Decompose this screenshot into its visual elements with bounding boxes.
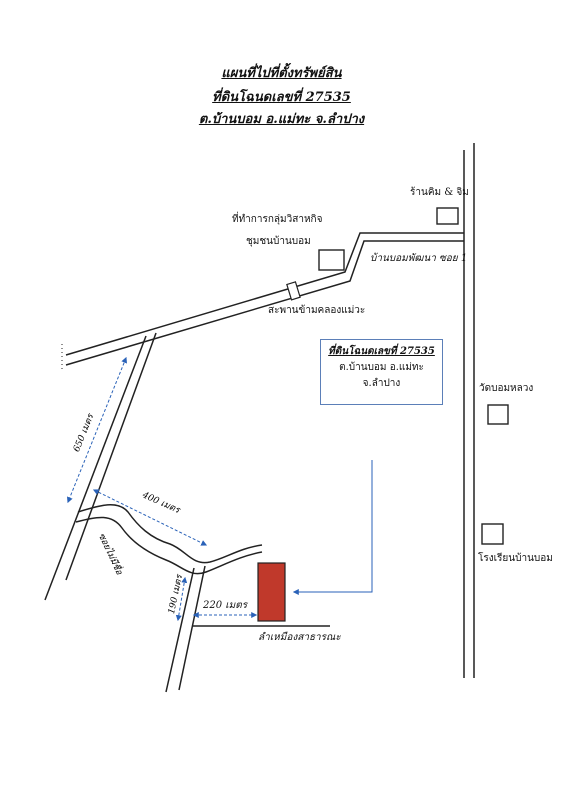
temple-building xyxy=(487,404,509,425)
lower-road-right-edge xyxy=(178,565,206,691)
map-title-line1: แผนที่ไปที่ตั้งทรัพย์สิน xyxy=(221,66,342,81)
soi1-road-lower xyxy=(65,240,464,366)
map-title-line3: ต.บ้านบอม อ.แม่ทะ จ.ลำปาง xyxy=(198,112,365,127)
distance-arrow-190 xyxy=(175,576,188,622)
property-parcel xyxy=(257,562,286,622)
info-box-province: จ.ลำปาง xyxy=(362,378,401,389)
property-info-box: ที่ดินโฉนดเลขที่ 27535 ต.บ้านบอม อ.แม่ทะ… xyxy=(320,339,443,405)
soi1-label: บ้านบอมพัฒนา ซอย 1 xyxy=(370,253,468,264)
school-label: โรงเรียนบ้านบอม xyxy=(478,553,553,564)
distance-label-650: 650 เมตร xyxy=(72,412,97,454)
unnamed-soi-left-edge xyxy=(44,335,147,601)
distance-arrow-650 xyxy=(67,356,127,504)
info-box-location: ต.บ้านบอม อ.แม่ทะ xyxy=(339,362,424,373)
map-title-line2: ที่ดินโฉนดเลขที่ 27535 xyxy=(212,90,351,105)
public-ditch-label: ลำเหมืองสาธารณะ xyxy=(258,632,341,643)
info-box-deed: ที่ดินโฉนดเลขที่ 27535 xyxy=(328,346,435,357)
community-office-label-line1: ที่ทำการกลุ่มวิสาหกิจ xyxy=(232,214,323,225)
distance-label-220: 220 เมตร xyxy=(203,600,248,611)
shop-building xyxy=(436,207,459,225)
unnamed-soi-label: ซอยไม่มีชื่อ xyxy=(96,531,127,578)
bridge-marker xyxy=(286,281,301,301)
distance-arrow-400 xyxy=(92,489,208,546)
bridge-label: สะพานข้ามคลองแม่วะ xyxy=(268,305,366,316)
community-office-label-line2: ชุมชนบ้านบอม xyxy=(246,236,311,247)
temple-label: วัดบอมหลวง xyxy=(479,383,534,394)
info-pointer-line xyxy=(292,460,373,595)
shop-label: ร้านคิม & จิม xyxy=(410,187,469,198)
community-office-building xyxy=(318,249,345,271)
school-building xyxy=(481,523,504,545)
soi1-road-upper xyxy=(65,232,464,356)
distance-label-400: 400 เมตร xyxy=(140,490,182,516)
lower-road-left-edge xyxy=(165,567,195,693)
